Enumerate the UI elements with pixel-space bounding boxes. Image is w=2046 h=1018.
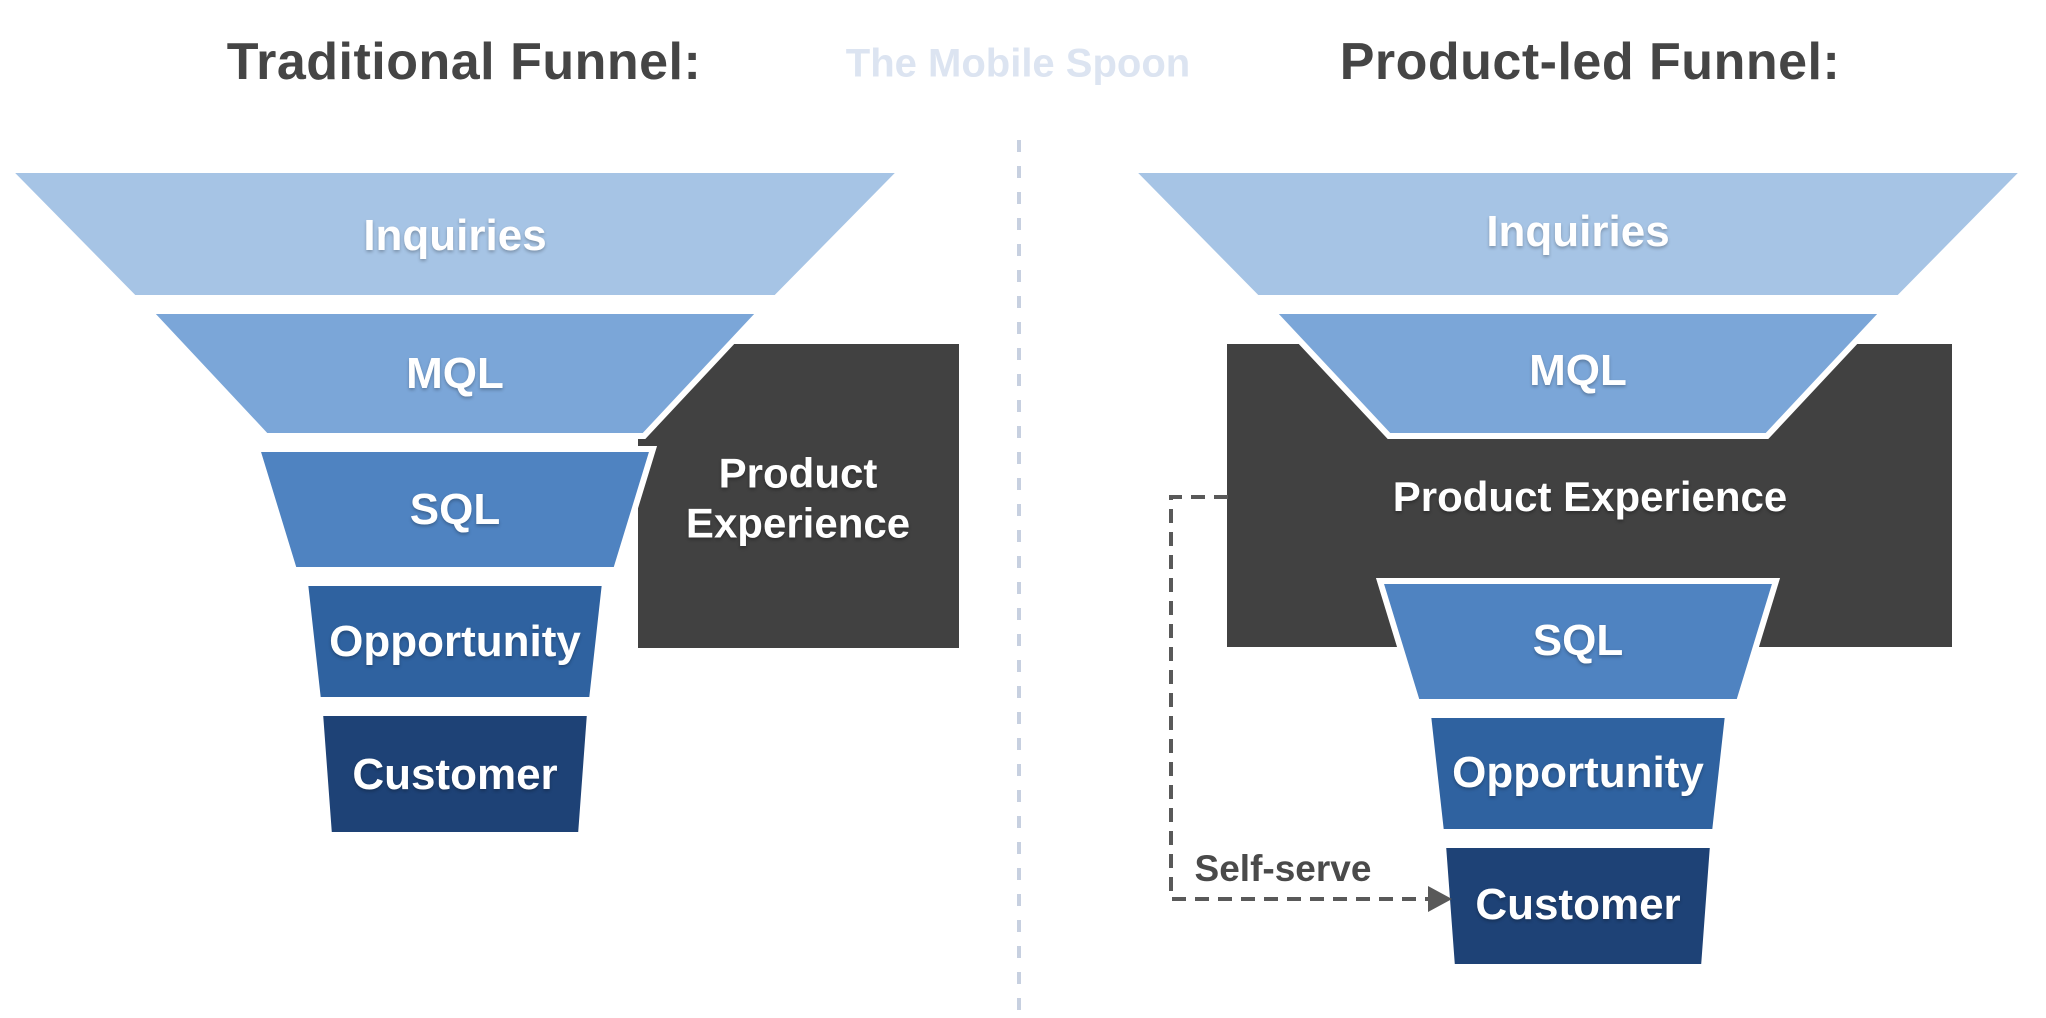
right-stage-label-mql: MQL [1529, 346, 1627, 395]
left-funnel-stage-sql [252, 446, 658, 573]
left-stage-label-opportunity: Opportunity [329, 617, 581, 666]
left-stage-label-customer: Customer [352, 750, 558, 799]
left-funnel-stage-opportunity [301, 580, 609, 703]
right-funnel-stage-sql [1375, 578, 1781, 705]
product-experience-label-right: Product Experience [1392, 473, 1788, 521]
right-funnel-stage-inquiries [1123, 167, 2033, 301]
left-funnel-stage-mql [142, 308, 768, 439]
left-funnel-stage-customer [316, 710, 594, 838]
right-stage-label-sql: SQL [1532, 616, 1624, 665]
left-funnel-stage-inquiries [0, 167, 910, 301]
self-serve-arrowhead-icon [1428, 886, 1452, 912]
self-serve-label: Self-serve [1194, 848, 1372, 889]
right-funnel-stage-mql [1265, 308, 1891, 439]
right-funnel-title: Product-led Funnel: [1339, 33, 1841, 91]
product-experience-label-left: Product Experience [686, 448, 910, 547]
product-experience-left-line2: Experience [685, 499, 911, 546]
product-experience-box-left [638, 344, 959, 648]
left-stage-label-sql: SQL [409, 485, 501, 534]
left-stage-label-mql: MQL [406, 349, 504, 398]
self-serve-dashed-connector [1169, 495, 1428, 901]
left-funnel-title: Traditional Funnel: [226, 33, 702, 91]
right-funnel-stage-opportunity [1424, 712, 1732, 835]
right-stage-label-customer: Customer [1475, 880, 1681, 929]
right-stage-label-opportunity: Opportunity [1452, 748, 1704, 797]
right-stage-label-inquiries: Inquiries [1486, 207, 1670, 256]
right-funnel-stage-customer [1439, 842, 1717, 970]
left-stage-label-inquiries: Inquiries [363, 211, 547, 260]
watermark-text: The Mobile Spoon [845, 41, 1191, 86]
product-experience-left-line1: Product [718, 449, 878, 497]
